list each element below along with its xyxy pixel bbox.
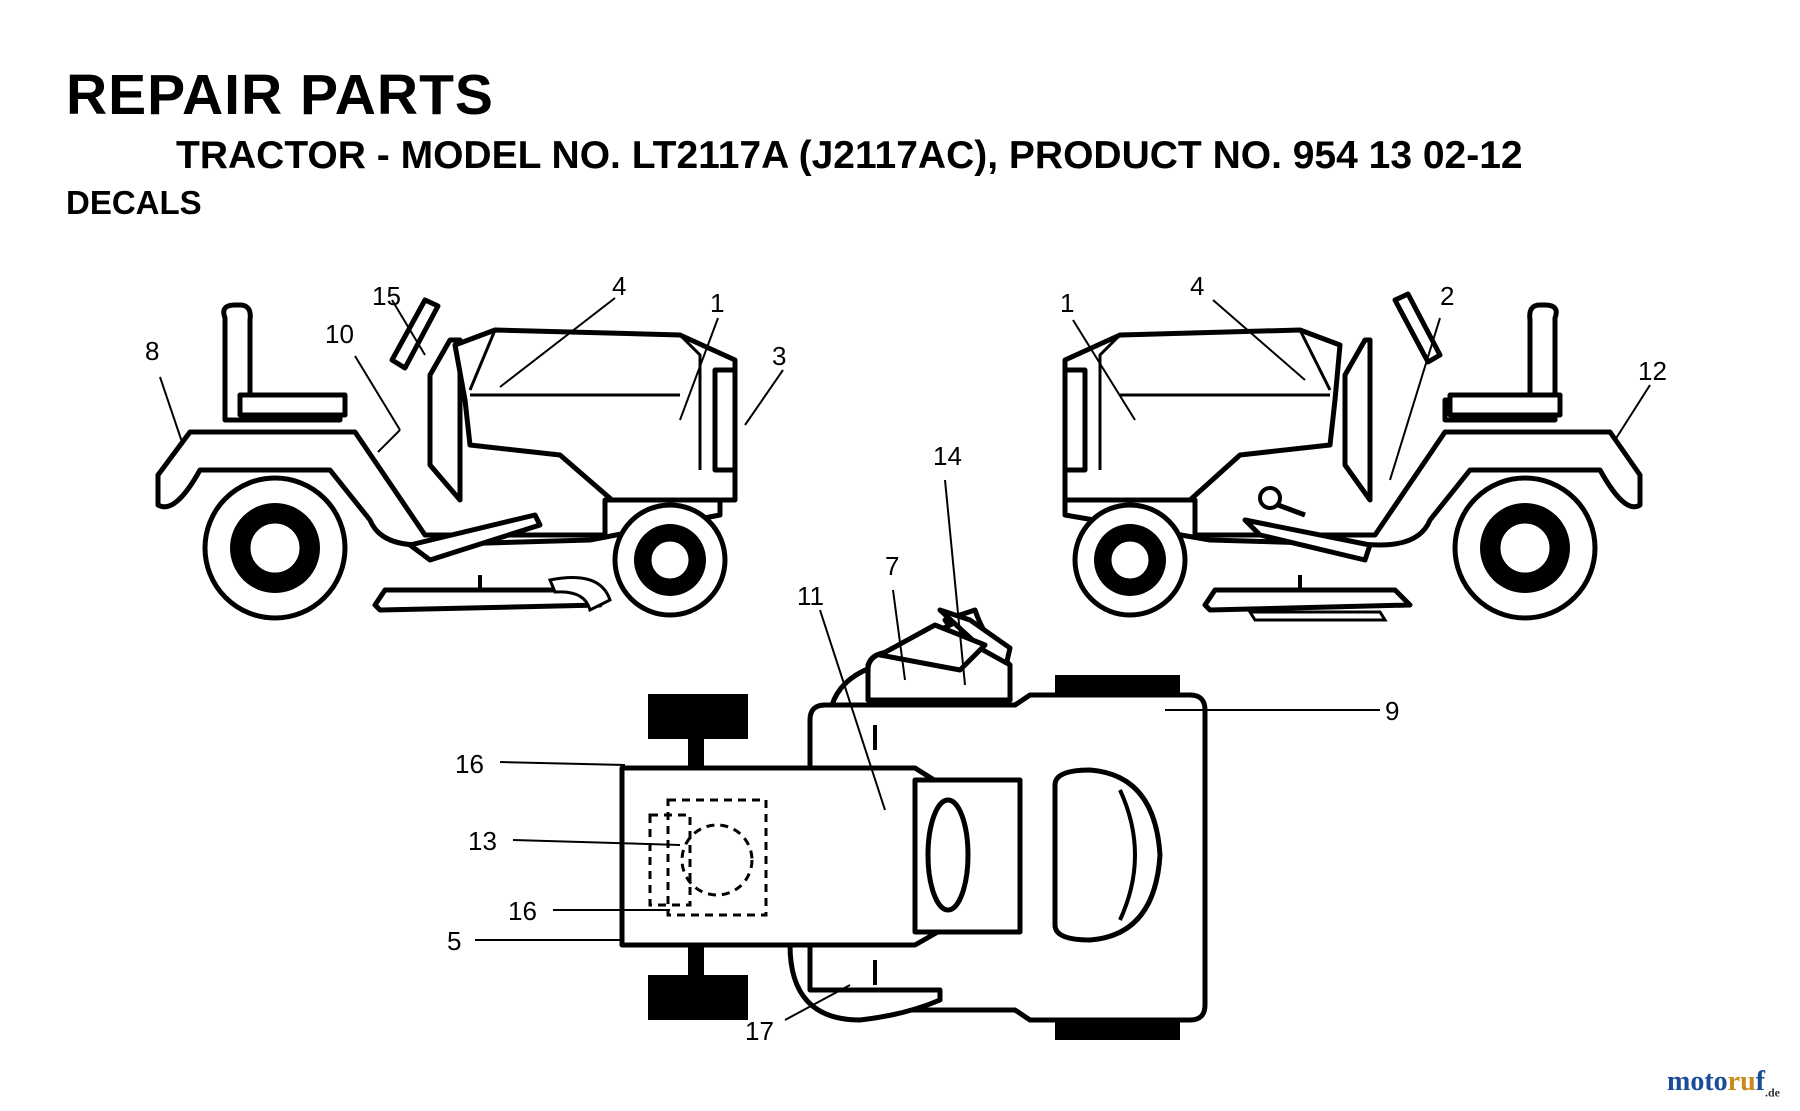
- model-subtitle: TRACTOR - MODEL NO. LT2117A (J2117AC), P…: [176, 134, 1523, 177]
- callout-5: 5: [447, 926, 461, 956]
- watermark-logo: motoruf.de: [1667, 1066, 1780, 1100]
- tractor-left-side-view: [155, 297, 738, 621]
- callout-1-right: 1: [1060, 288, 1074, 318]
- tractor-top-view: [619, 607, 1208, 1040]
- section-heading: DECALS: [66, 184, 202, 221]
- callout-14: 14: [933, 441, 962, 471]
- callout-16-lower: 16: [508, 896, 537, 926]
- callout-4-left: 4: [612, 271, 626, 301]
- callout-labels: 8 10 15 4 1 3 1 4 2 12 14 7 11 9 16 13 1…: [145, 271, 1667, 1046]
- callout-7: 7: [885, 551, 899, 581]
- leader-lines: [159, 297, 1651, 1021]
- page-title: REPAIR PARTS: [66, 63, 494, 127]
- callout-9: 9: [1385, 696, 1399, 726]
- callout-4-right: 4: [1190, 271, 1204, 301]
- callout-2: 2: [1440, 281, 1454, 311]
- callout-17: 17: [745, 1016, 774, 1046]
- callout-10: 10: [325, 319, 354, 349]
- callout-1-left: 1: [710, 288, 724, 318]
- callout-15: 15: [372, 281, 401, 311]
- callout-8: 8: [145, 336, 159, 366]
- callout-13: 13: [468, 826, 497, 856]
- tractor-right-side-view: [1062, 291, 1643, 622]
- callout-3: 3: [772, 341, 786, 371]
- callout-16-upper: 16: [455, 749, 484, 779]
- callout-11: 11: [797, 581, 824, 611]
- callout-12: 12: [1638, 356, 1667, 386]
